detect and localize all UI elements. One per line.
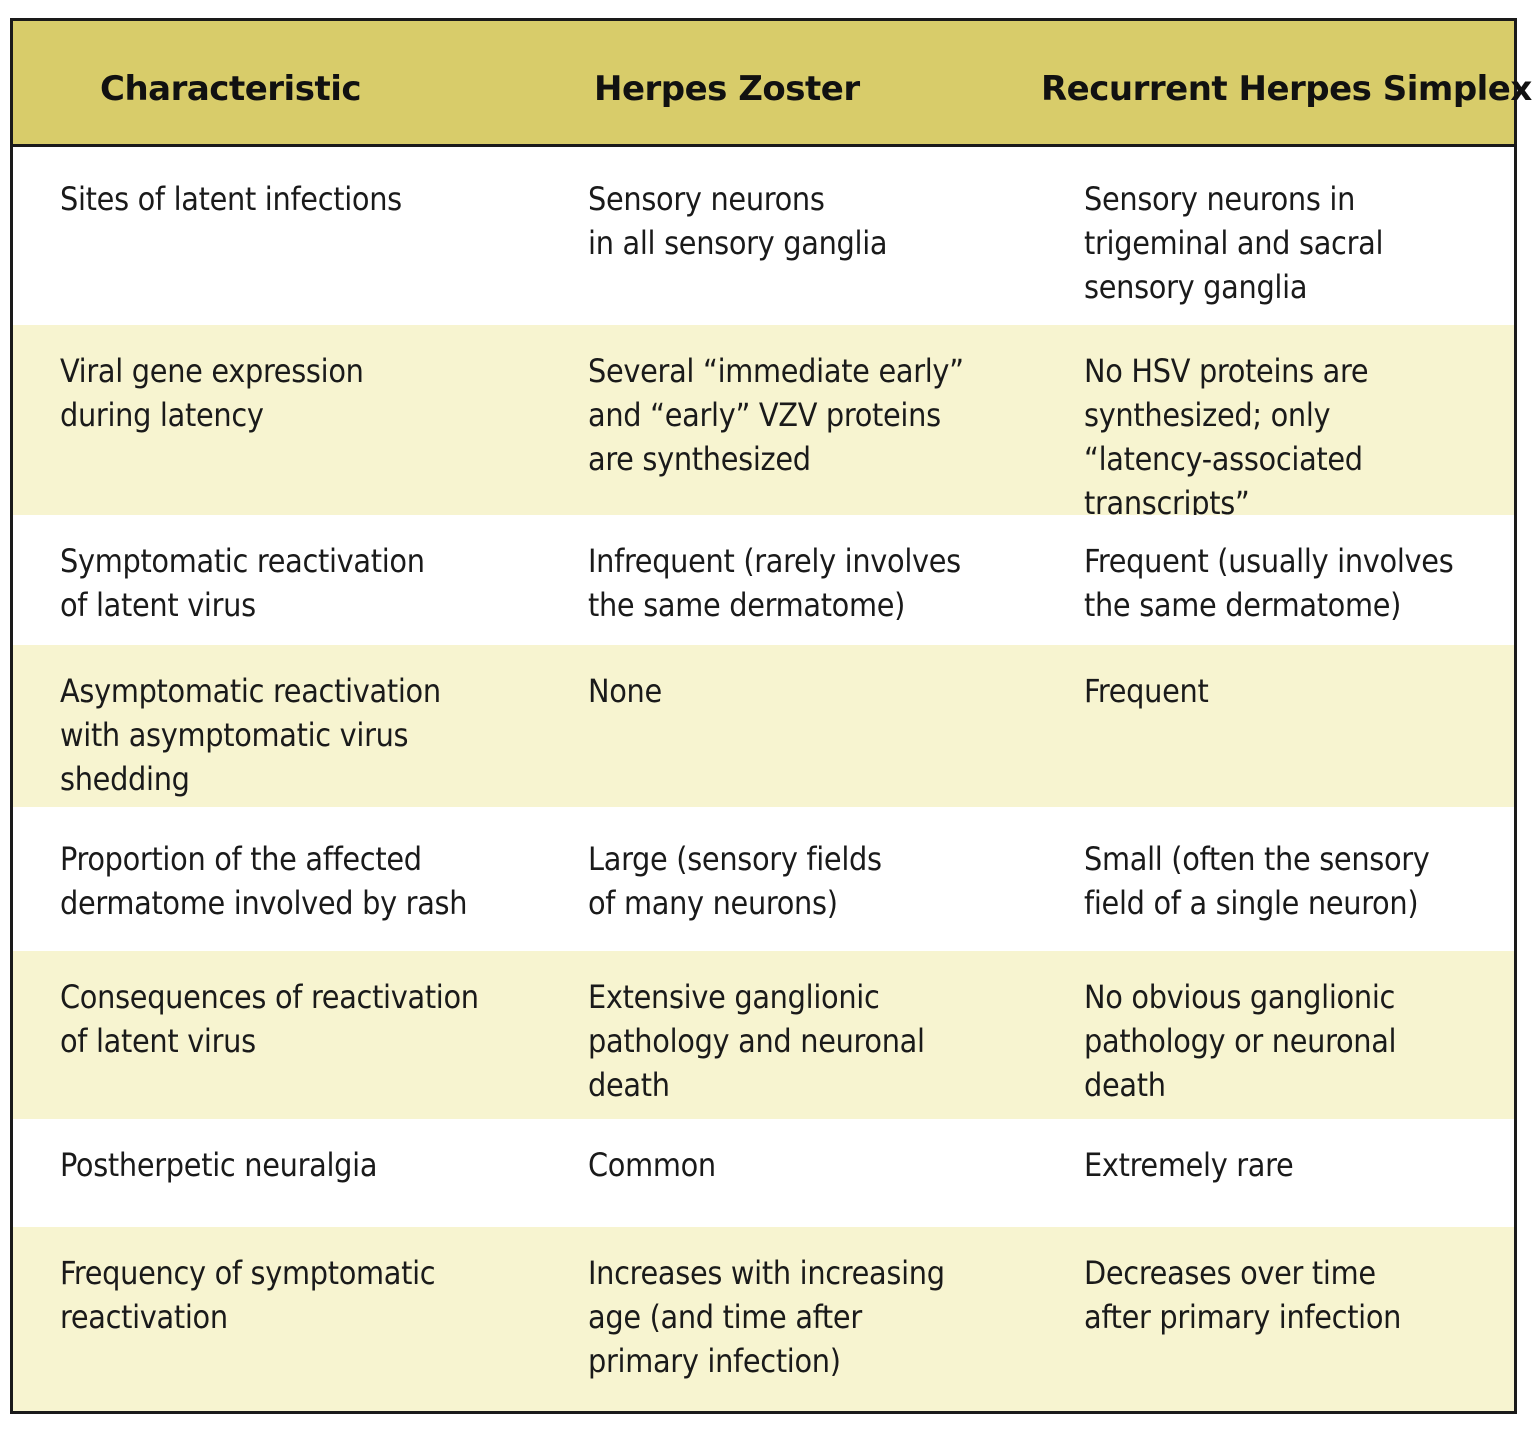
header-herpes-zoster: Herpes Zoster [594,69,860,109]
cell-characteristic: Frequency of symptomatic reactivation [60,1254,436,1336]
table-row: Sites of latent infections Sensory neuro… [13,147,1514,325]
comparison-table: Characteristic Herpes Zoster Recurrent H… [10,18,1532,1414]
table-row: Symptomatic reactivation of latent virus… [13,515,1514,645]
cell-characteristic: Asymptomatic reactivation with asymptoma… [60,672,441,798]
cell-herpes-zoster: Sensory neurons in all sensory ganglia [588,180,888,262]
cell-herpes-zoster: Several “immediate early” and “early” VZ… [588,352,964,478]
cell-herpes-simplex: No HSV proteins are synthesized; only “l… [1084,352,1369,522]
header-recurrent-herpes-simplex: Recurrent Herpes Simplex [1041,69,1532,109]
table-row: Viral gene expression during latency Sev… [13,325,1514,522]
cell-herpes-zoster: None [588,672,662,710]
cell-characteristic: Viral gene expression during latency [60,352,364,434]
cell-herpes-simplex: Sensory neurons in trigeminal and sacral… [1084,180,1384,306]
cell-herpes-simplex: Extremely rare [1084,1146,1294,1184]
table-header-row: Characteristic Herpes Zoster Recurrent H… [13,21,1532,147]
table-row: Asymptomatic reactivation with asymptoma… [13,645,1514,807]
cell-herpes-simplex: Frequent (usually involves the same derm… [1084,542,1454,624]
cell-herpes-simplex: Small (often the sensory field of a sing… [1084,840,1430,922]
header-characteristic: Characteristic [100,69,362,109]
table-row: Frequency of symptomatic reactivation In… [13,1227,1514,1411]
cell-herpes-zoster: Increases with increasing age (and time … [588,1254,945,1380]
cell-herpes-simplex: Decreases over time after primary infect… [1084,1254,1402,1336]
table-row: Postherpetic neuralgia Common Extremely … [13,1119,1514,1227]
cell-characteristic: Proportion of the affected dermatome inv… [60,840,468,922]
cell-characteristic: Postherpetic neuralgia [60,1146,378,1184]
cell-herpes-zoster: Common [588,1146,716,1184]
cell-herpes-zoster: Infrequent (rarely involves the same der… [588,542,961,624]
cell-herpes-simplex: Frequent [1084,672,1209,710]
cell-herpes-simplex: No obvious ganglionic pathology or neuro… [1084,978,1397,1104]
cell-characteristic: Consequences of reactivation of latent v… [60,978,479,1060]
table-row: Proportion of the affected dermatome inv… [13,807,1514,951]
cell-herpes-zoster: Large (sensory fields of many neurons) [588,840,882,922]
cell-characteristic: Sites of latent infections [60,180,402,218]
cell-characteristic: Symptomatic reactivation of latent virus [60,542,425,624]
table-row: Consequences of reactivation of latent v… [13,951,1514,1119]
cell-herpes-zoster: Extensive ganglionic pathology and neuro… [588,978,925,1104]
